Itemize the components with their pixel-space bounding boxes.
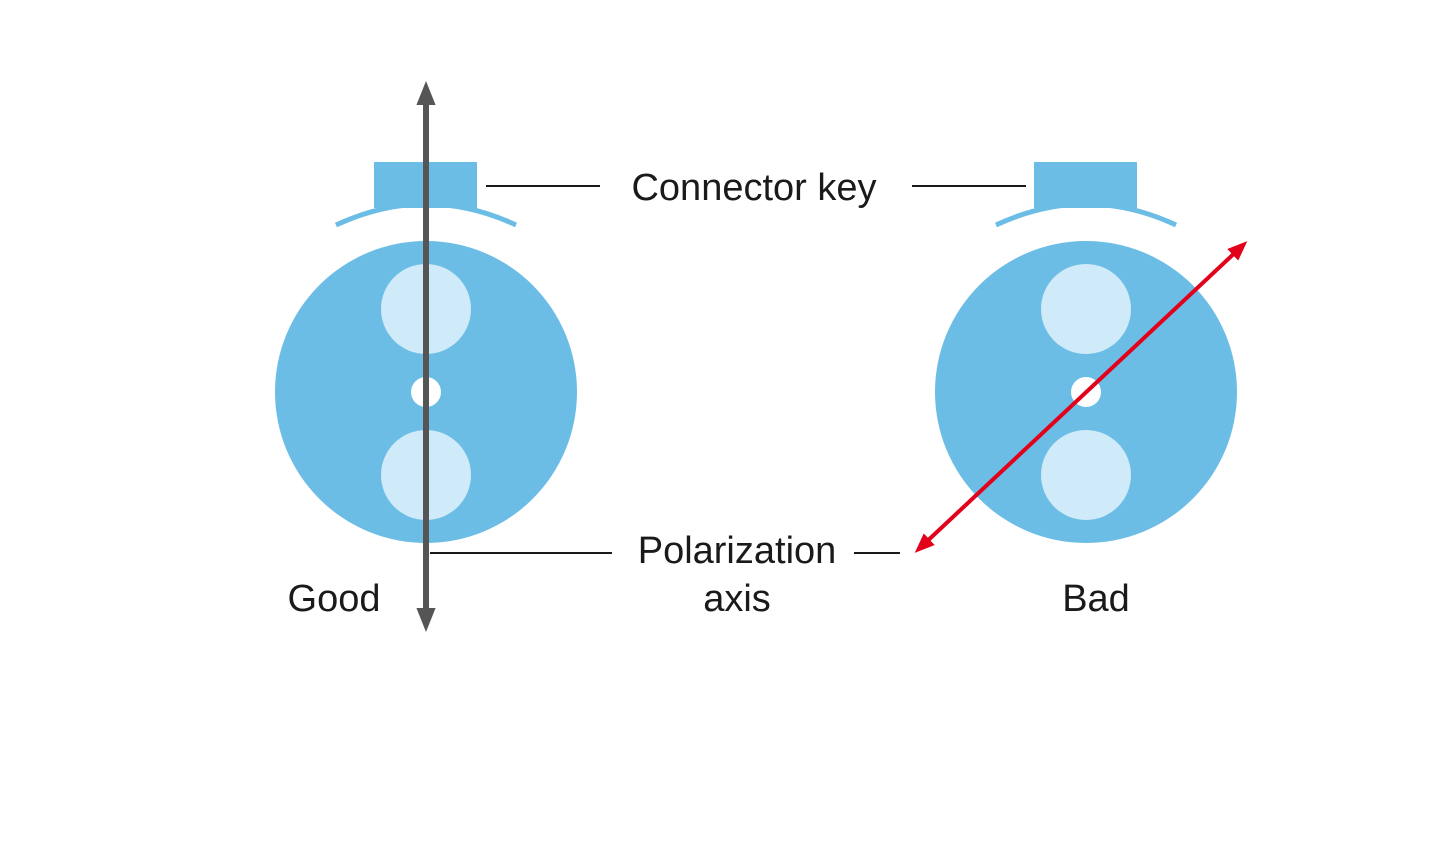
bad-label: Bad bbox=[1062, 578, 1130, 620]
polarization-axis-bad-icon bbox=[914, 241, 1248, 553]
connector-key-right bbox=[1034, 162, 1137, 208]
polarization-label-line2: axis bbox=[703, 578, 771, 620]
good-label: Good bbox=[288, 578, 381, 620]
bad-fiber bbox=[914, 162, 1248, 553]
connector-key-label: Connector key bbox=[631, 167, 876, 209]
ferrule-arc-right bbox=[994, 201, 1178, 228]
stress-rod-top-right bbox=[1041, 264, 1131, 354]
good-fiber bbox=[275, 81, 577, 632]
stress-rod-bottom-right bbox=[1041, 430, 1131, 520]
leader-lines bbox=[430, 185, 1026, 554]
polarization-label-line1: Polarization bbox=[638, 530, 837, 572]
